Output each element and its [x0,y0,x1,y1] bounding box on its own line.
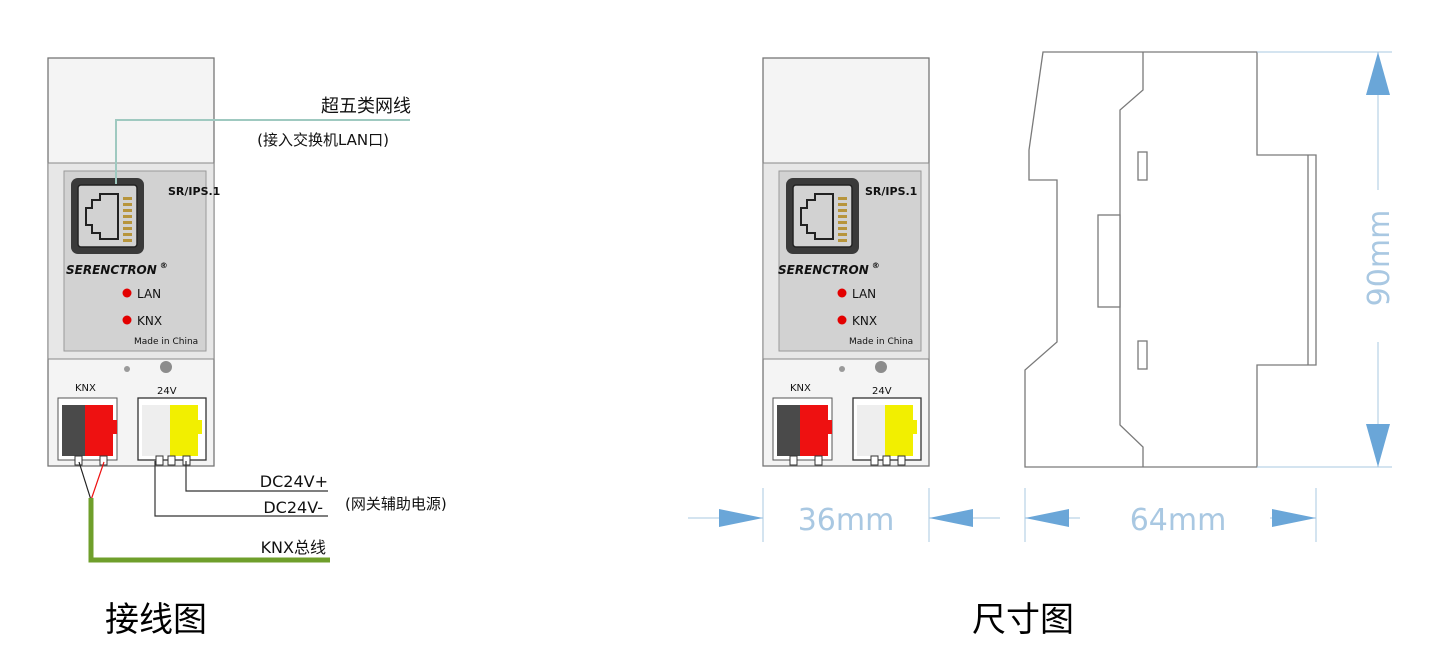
terminal-24v-label: 24V [157,386,177,397]
dimension-made-in-label: Made in China [849,337,913,347]
knx-bus-cable [88,498,330,563]
dc-minus-label: DC24V- [263,498,323,517]
led-lan-label: LAN [137,287,161,301]
led-knx-label: KNX [137,314,162,328]
depth-dimension-label: 64mm [1130,503,1227,538]
power-note: (网关辅助电源) [345,495,447,513]
ethernet-cable-line [115,119,410,184]
knx-black-wire [78,461,92,501]
wiring-caption: 接线图 [105,600,207,640]
cable-label: 超五类网线 [321,96,411,117]
wiring-device-front: SR/IPS.1 SERENCTRON® LAN KNX Made in Chi… [47,57,220,467]
terminal-knx-label: KNX [75,383,96,394]
dimension-extension-lines [762,51,1392,542]
dimension-led-lan-label: LAN [852,287,876,301]
width-dimension-label: 36mm [798,503,895,538]
dimension-caption: 尺寸图 [972,600,1074,640]
device-model-label: SR/IPS.1 [168,185,220,198]
knx-bus-label: KNX总线 [261,538,326,557]
dc-plus-wire [185,461,328,492]
dimension-device-brand-logo: SERENCTRON® [778,261,880,277]
cable-note: (接入交换机LAN口) [257,131,389,149]
made-in-label: Made in China [134,337,198,347]
dimension-terminal-24v-label: 24V [872,386,892,397]
depth-dimension: 64mm [1025,503,1316,538]
width-dimension: 36mm [688,503,1000,538]
device-brand-logo: SERENCTRON® [66,261,168,277]
dc-plus-label: DC24V+ [260,472,328,491]
knx-red-wire [90,461,105,501]
height-dimension: 90mm [1362,52,1397,467]
device-side-profile [1024,51,1317,468]
dimension-device-model-label: SR/IPS.1 [865,185,917,198]
height-dimension-label: 90mm [1362,210,1397,307]
dc-minus-wire [154,461,328,517]
dimension-device-front: SR/IPS.1 SERENCTRON® LAN KNX Made in Chi… [762,57,930,467]
dimension-terminal-knx-label: KNX [790,383,811,394]
dimension-led-knx-label: KNX [852,314,877,328]
